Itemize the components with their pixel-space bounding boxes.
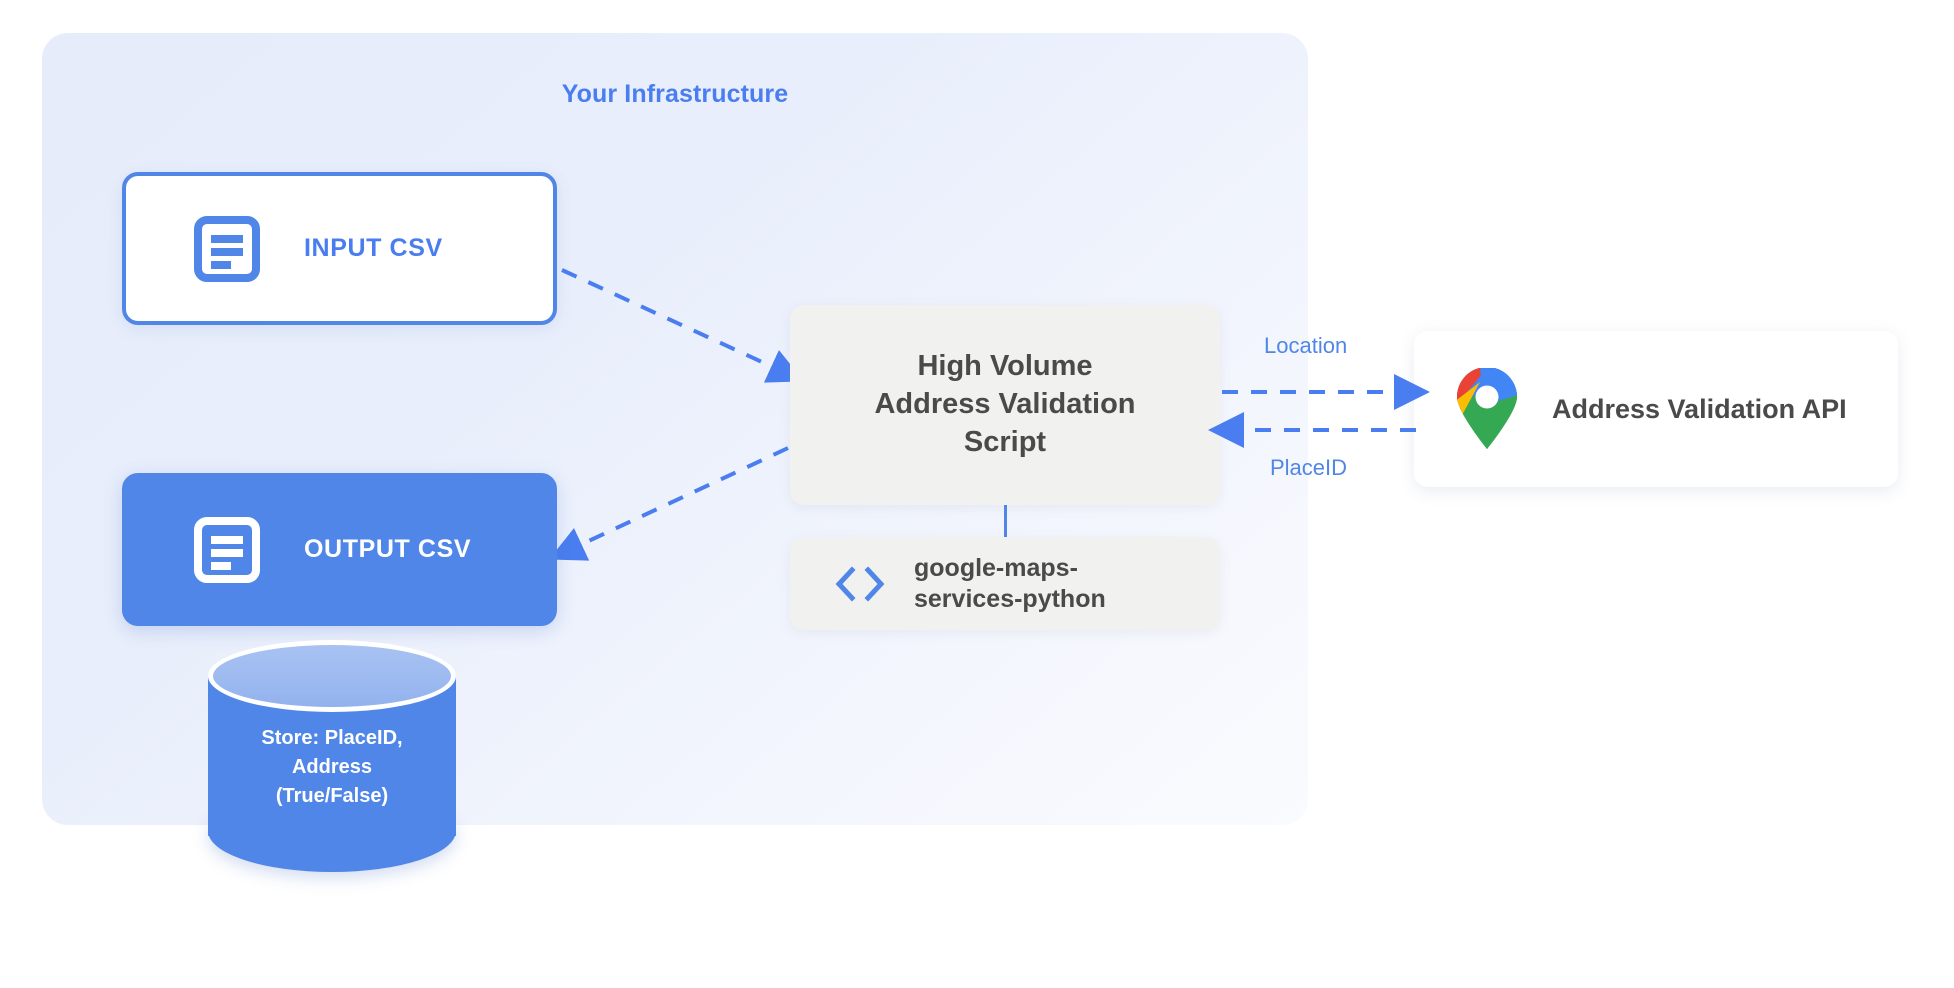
- input-csv-label: INPUT CSV: [304, 234, 443, 262]
- library-label-line2: services-python: [914, 584, 1106, 613]
- google-maps-pin-icon: [1457, 368, 1517, 449]
- document-icon: [194, 516, 260, 583]
- database-label-line1: Store: PlaceID,: [261, 727, 403, 749]
- output-csv-node[interactable]: OUTPUT CSV: [122, 473, 557, 626]
- script-library-connector: [1004, 505, 1007, 537]
- output-csv-label: OUTPUT CSV: [304, 535, 472, 563]
- panel-title: Your Infrastructure: [561, 80, 789, 108]
- script-line-2: Address Validation: [874, 388, 1136, 421]
- document-icon: [194, 215, 260, 282]
- code-brackets-icon: [835, 565, 885, 602]
- library-label-line1: google-maps-: [914, 553, 1078, 582]
- script-line-3: Script: [963, 425, 1047, 458]
- script-node[interactable]: High Volume Address Validation Script: [790, 305, 1220, 505]
- database-label: Store: PlaceID, Address (True/False): [208, 724, 456, 811]
- library-label: google-maps- services-python: [914, 553, 1106, 615]
- library-node[interactable]: google-maps- services-python: [790, 537, 1220, 630]
- database-label-line3: (True/False): [275, 785, 389, 807]
- input-csv-node[interactable]: INPUT CSV: [122, 172, 557, 325]
- script-line-1: High Volume: [917, 350, 1093, 383]
- edge-label-location: Location: [1264, 333, 1348, 358]
- database-node[interactable]: Store: PlaceID, Address (True/False): [208, 640, 456, 872]
- api-label: Address Validation API: [1552, 393, 1847, 424]
- database-label-line2: Address: [291, 756, 373, 778]
- database-top-ellipse: [208, 640, 456, 712]
- address-validation-api-node[interactable]: Address Validation API: [1414, 331, 1898, 487]
- edge-label-placeid: PlaceID: [1270, 455, 1348, 480]
